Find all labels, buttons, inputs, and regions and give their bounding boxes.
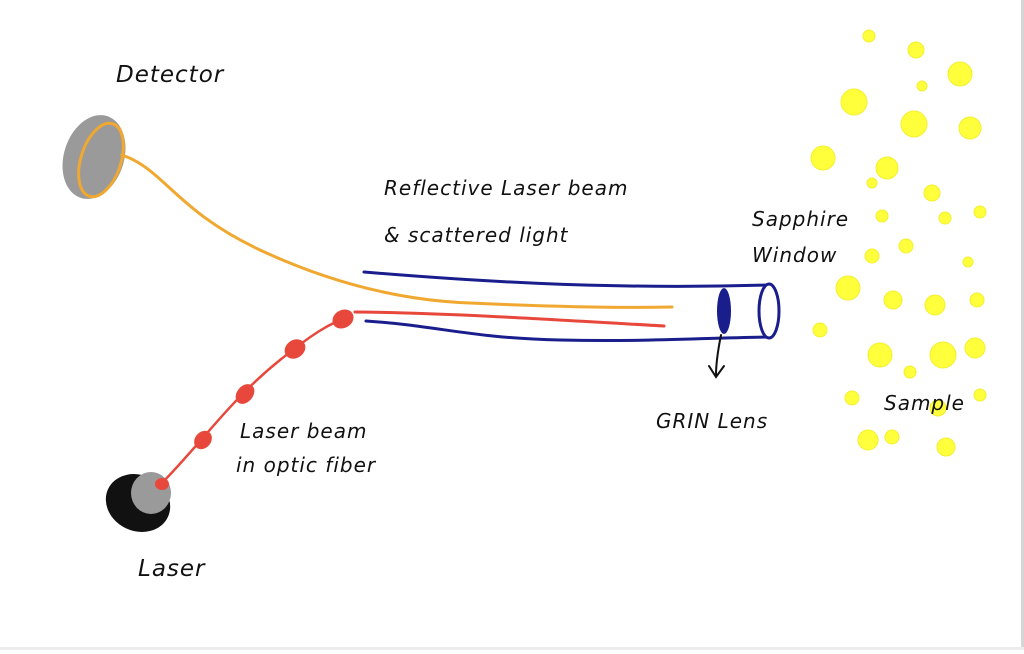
laser-beam-label-line1: Laser beam [240,419,367,443]
laser-beam-inner [353,310,666,328]
down-arrow-icon [708,334,725,379]
reflective-label-line1: Reflective Laser beam [384,176,628,200]
sapphire-label-line1: Sapphire [752,207,849,231]
detector-ring-icon [62,115,126,199]
fiber-beads [194,309,354,450]
sapphire-label-line2: Window [752,243,837,267]
laser-source-icon [105,472,171,532]
laser-beam-fiber [158,314,354,487]
return-fiber-line [120,153,674,309]
grin-lens [717,288,731,334]
detector-label: Detector [116,62,225,88]
sample-particles [810,29,987,457]
reflective-label-line2: & scattered light [384,223,569,247]
laser-label: Laser [138,556,206,582]
sample-label: Sample [884,391,965,415]
frame-edge-bottom [0,647,1024,650]
grin-lens-label: GRIN Lens [656,409,768,433]
sapphire-window [757,282,781,340]
frame-edge-right [1021,0,1024,650]
laser-beam-label-line2: in optic fiber [236,453,377,477]
probe-tube [362,270,770,343]
